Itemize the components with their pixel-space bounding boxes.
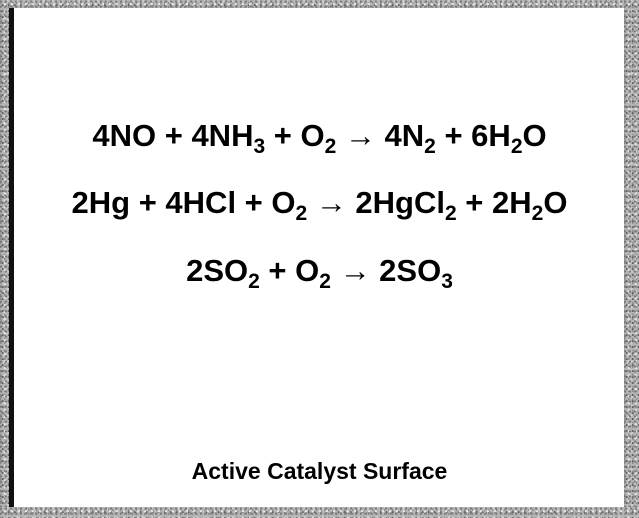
granular-texture-right	[624, 0, 639, 518]
subscript: 2	[424, 135, 436, 158]
subscript: 3	[253, 135, 266, 158]
subscript: 2	[295, 202, 308, 225]
equation-text: 4NO + 4NH	[92, 118, 254, 153]
equation-text: → 2HgCl	[307, 185, 445, 220]
equation-text: + 2H	[456, 185, 532, 220]
equation-text: + 6H	[435, 118, 511, 153]
reaction-equation-mercury: 2Hg + 4HCl + O2 → 2HgCl2 + 2H2O	[0, 185, 639, 224]
equation-text: + O	[259, 253, 320, 288]
granular-texture-top	[0, 0, 639, 8]
equation-text: O	[543, 185, 568, 220]
subscript: 2	[510, 135, 523, 158]
surface-label: Active Catalyst Surface	[191, 458, 448, 484]
equation-text: + O	[265, 118, 325, 153]
equation-text: O	[522, 118, 547, 153]
subscript: 2	[324, 135, 337, 158]
subscript: 2	[444, 202, 457, 225]
catalyst-edge-bar	[9, 8, 14, 507]
subscript: 2	[248, 270, 260, 293]
reaction-equation-nox: 4NO + 4NH3 + O2 → 4N2 + 6H2O	[0, 118, 639, 157]
equation-text: → 4N	[336, 118, 425, 153]
subscript: 2	[531, 202, 544, 225]
subscript: 2	[319, 270, 331, 293]
equation-text: 2Hg + 4HCl + O	[71, 185, 296, 220]
reaction-panel	[14, 8, 624, 507]
equation-text: 2SO	[186, 253, 249, 288]
equation-text: → 2SO	[330, 253, 442, 288]
subscript: 3	[441, 270, 453, 293]
reaction-equation-so2: 2SO2 + O2 → 2SO3	[0, 253, 639, 292]
granular-texture-bottom	[0, 507, 639, 518]
